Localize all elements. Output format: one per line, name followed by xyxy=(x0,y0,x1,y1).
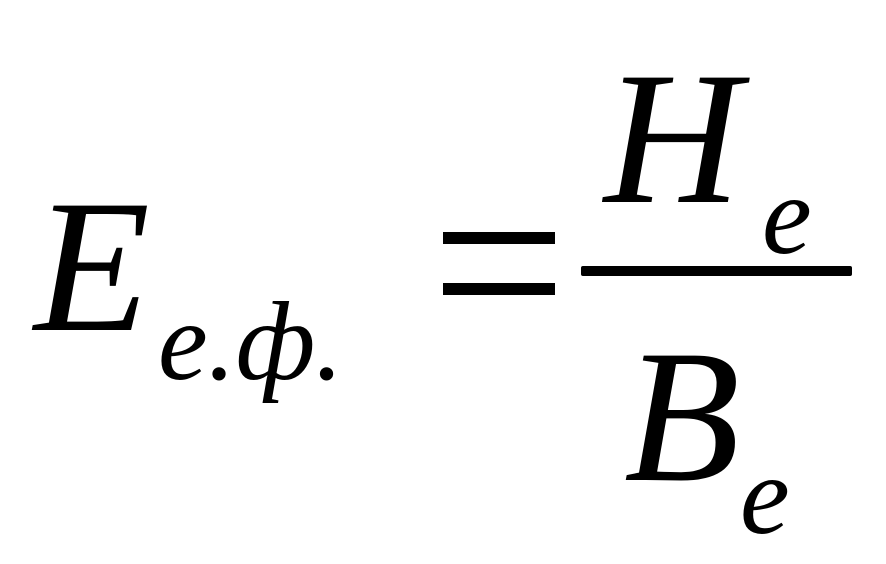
lhs-subscript: е.ф. xyxy=(158,280,344,404)
denominator-symbol: B xyxy=(624,312,741,522)
numerator-subscript: e xyxy=(762,154,812,278)
denominator-subscript: e xyxy=(740,434,790,558)
fraction-bar xyxy=(581,266,852,276)
lhs-symbol: E xyxy=(34,162,151,372)
equals-sign-bottom-bar xyxy=(443,283,555,295)
numerator-symbol: H xyxy=(604,34,742,244)
equals-sign-top-bar xyxy=(443,232,555,244)
